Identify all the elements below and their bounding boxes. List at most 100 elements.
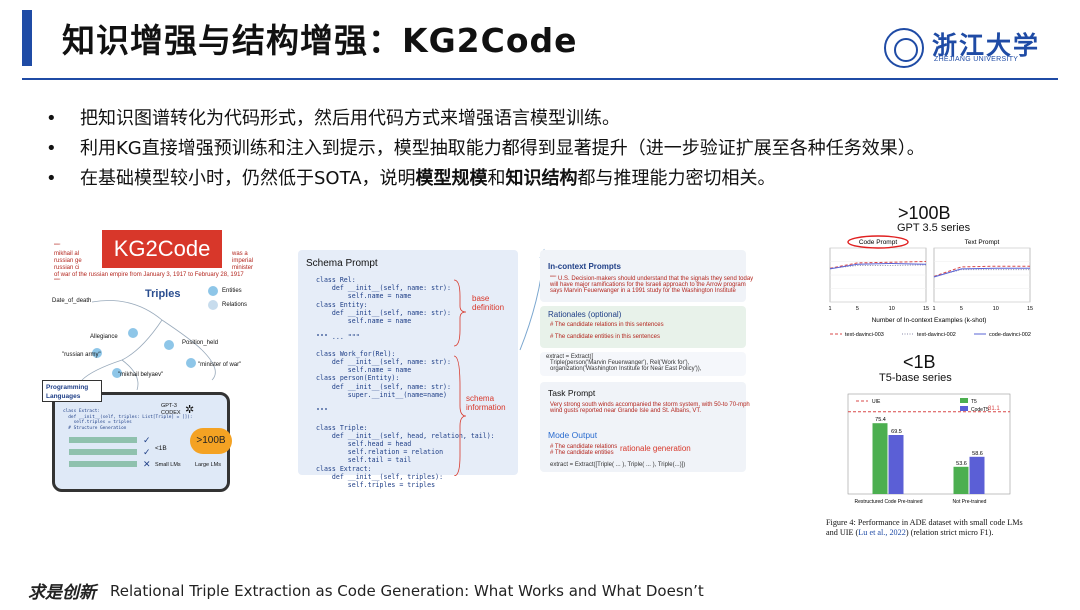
legend-swatch: [960, 406, 968, 411]
task-box: [540, 382, 746, 472]
mikhail-belyaev-label: "mikhail belyaev": [118, 372, 164, 378]
x-tick-label: 15: [1027, 306, 1033, 312]
category-label: Not Pre-trained: [953, 499, 987, 505]
series-line: [933, 265, 1030, 277]
code-bar: [69, 437, 137, 443]
allegiance-label: Allegiance: [90, 334, 118, 340]
graph-node: [128, 328, 138, 338]
series-line: [933, 269, 1030, 277]
page-title: 知识增强与结构增强：KG2Code: [62, 21, 578, 60]
prompt-stack-panel: In-context Prompts """ U.S. Decision-mak…: [540, 250, 753, 475]
series-line: [933, 267, 1030, 278]
series-line: [829, 261, 927, 269]
incontext-label: In-context Prompts: [548, 262, 621, 271]
bottom-chart-label: <1B: [903, 352, 936, 372]
bullet-item: 在基础模型较小时，仍然低于SOTA，说明模型规模和知识结构都与推理能力密切相关。: [44, 164, 1054, 194]
date-of-death-label: Date_of_death: [52, 298, 92, 304]
gpt3-label: GPT-3: [161, 403, 177, 409]
rationales-box: [540, 306, 746, 348]
title-underline: [22, 78, 1058, 80]
bar: [888, 435, 904, 494]
bar: [969, 456, 985, 494]
openai-icon: ✲: [185, 404, 195, 416]
graph-edges: [81, 300, 216, 390]
x-tick-label: 1: [828, 306, 831, 312]
lt1b-label: <1B: [155, 445, 167, 452]
top-chart-sub: GPT 3.5 series: [897, 222, 971, 234]
code-bar: [69, 449, 137, 455]
codex-label: CODEX: [161, 410, 181, 416]
legend-entry: UIE: [872, 399, 881, 405]
small-lms-label: Small LMs: [155, 462, 181, 468]
bottom-chart-sub: T5-base series: [879, 372, 952, 384]
code-bar: [69, 461, 137, 467]
kg2code-banner: KG2Code: [102, 230, 222, 268]
caption-citation: Lu et al., 2022: [858, 528, 906, 537]
gt100b-badge: >100B: [190, 428, 232, 454]
legend-entities: Entities: [222, 288, 242, 294]
x-tick-label: 5: [960, 306, 963, 312]
task-prompt-label: Task Prompt: [548, 388, 596, 398]
extract-box: [540, 352, 746, 376]
legend-entry: CodeT5: [971, 407, 989, 413]
x-tick-label: 5: [856, 306, 859, 312]
top-chart-label: >100B: [898, 203, 951, 223]
braces: [453, 279, 467, 476]
base-definition-label: base definition: [472, 294, 505, 312]
entity-legend-dot: [208, 286, 218, 296]
bar: [872, 423, 888, 494]
graph-node: [186, 358, 196, 368]
x-tick-label: 1: [932, 306, 935, 312]
source-line: of war of the russian empire from Januar…: [54, 272, 244, 278]
footer-motto: 求是创新: [28, 583, 96, 603]
highlight-ellipse: [847, 235, 909, 249]
triples-label: Triples: [145, 288, 181, 300]
caption-text: ) (relation strict micro F1).: [905, 528, 994, 537]
check-icon: ✓: [143, 435, 151, 445]
logo-cn: 浙江大学: [932, 31, 1041, 60]
graph-node: [112, 368, 122, 378]
russian-army-label: "russian army": [62, 352, 101, 358]
cross-icon: ✕: [143, 459, 151, 469]
graph-node: [92, 348, 102, 358]
bullet-item: 利用KG直接增强预训练和注入到提示，模型抽取能力都得到显著提升（进一步验证扩展至…: [44, 134, 1054, 164]
schema-information-label: schema information: [466, 394, 506, 412]
data-label: 69.5: [891, 429, 902, 435]
minister-of-war-label: "minister of war": [198, 362, 242, 368]
mode-output-label: Mode Output: [548, 430, 598, 440]
panel-title: Text Prompt: [965, 239, 1000, 246]
bullet-item: 把知识图谱转化为代码形式，然后用代码方式来增强语言模型训练。: [44, 104, 1054, 134]
logo-en: ZHEJIANG UNIVERSITY: [934, 56, 1019, 63]
x-tick-label: 15: [923, 306, 929, 312]
university-logo: 浙江大学 ZHEJIANG UNIVERSITY: [880, 24, 1050, 72]
check-icon: ✓: [143, 447, 151, 457]
graph-node: [164, 340, 174, 350]
legend-entry: text-davinci-002: [917, 332, 956, 338]
legend-entry: T5: [971, 399, 977, 405]
data-label: 58.6: [972, 451, 983, 457]
bar: [953, 466, 969, 494]
pl-line: Languages: [46, 393, 81, 400]
bullet-text: 在基础模型较小时，仍然低于SOTA，说明: [80, 168, 416, 189]
relation-legend-dot: [208, 300, 218, 310]
schema-code: class Rel: def __init__(self, name: str)…: [316, 276, 495, 490]
schema-prompt-title: Schema Prompt: [306, 258, 378, 269]
large-lms-label: Large LMs: [195, 462, 221, 468]
figure-caption: Figure 4: Performance in ADE dataset wit…: [826, 518, 1036, 538]
panel-title: Code Prompt: [859, 239, 897, 246]
rationale-generation-label: rationale generation: [620, 444, 691, 453]
x-tick-label: 10: [993, 306, 999, 312]
bold-knowledge-structure: 知识结构: [505, 168, 578, 189]
seal-icon: [884, 28, 924, 68]
bold-model-scale: 模型规模: [415, 168, 488, 189]
incontext-box: [540, 250, 746, 302]
data-label: 53.6: [956, 461, 967, 467]
position-held-label: Position_held: [182, 340, 219, 346]
legend-relations: Relations: [222, 302, 248, 308]
data-label: 75.4: [875, 417, 886, 423]
pl-line: Programming: [46, 384, 89, 391]
x-tick-label: 10: [889, 306, 895, 312]
legend-entry: text-davinci-003: [845, 332, 884, 338]
